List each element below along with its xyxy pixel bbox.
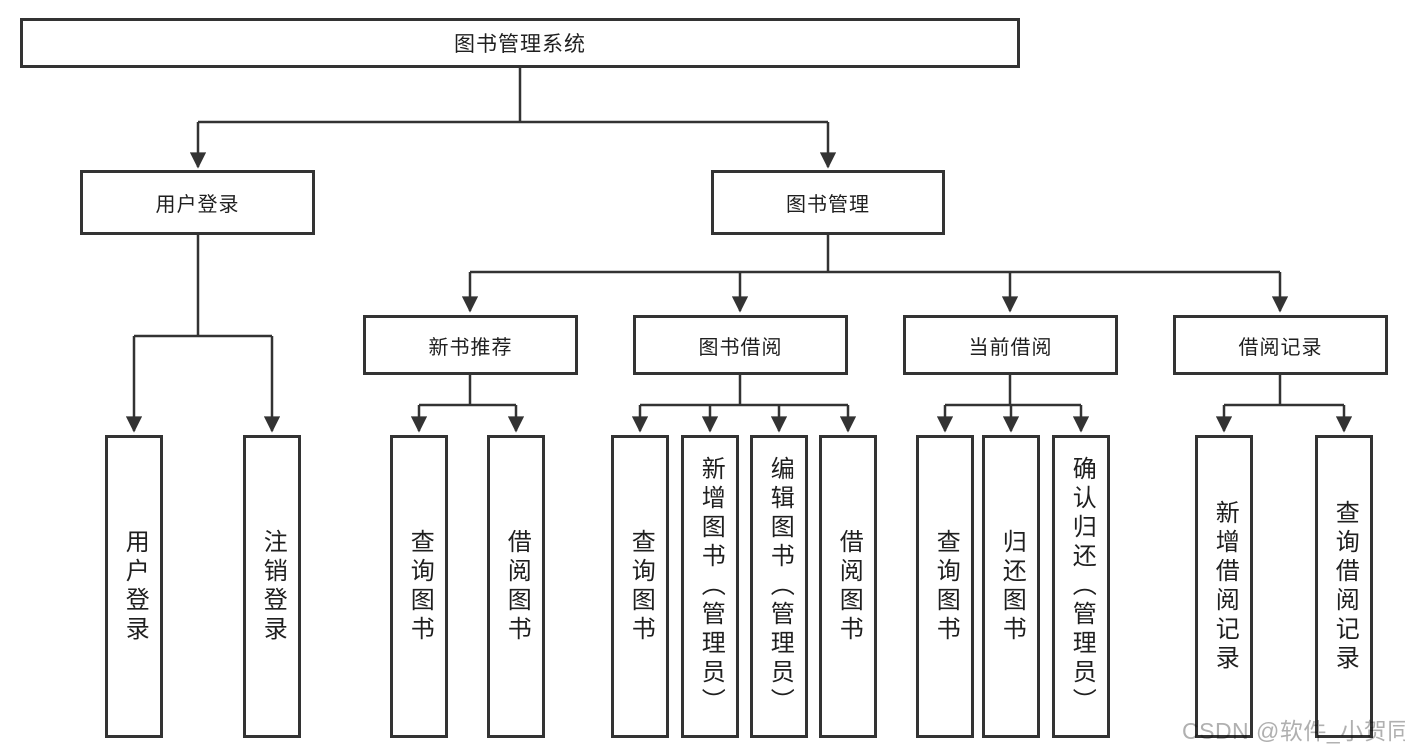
- leaf-current-query-books-label: 查询图书: [932, 528, 960, 645]
- node-book-management-label: 图书管理: [786, 194, 870, 216]
- node-user-login-label: 用户登录: [155, 194, 240, 216]
- leaf-current-return-books: 归还图书: [982, 435, 1040, 738]
- leaf-borrowing-query-books-label: 查询图书: [627, 528, 655, 645]
- leaf-logout: 注销登录: [243, 435, 301, 738]
- node-borrowing-records-label: 借阅记录: [1238, 336, 1323, 359]
- leaf-records-add-record-label: 新增借阅记录: [1211, 499, 1239, 674]
- leaf-borrowing-borrow-books-label: 借阅图书: [835, 528, 863, 645]
- node-new-book-recommend: 新书推荐: [363, 315, 578, 375]
- node-current-borrowing: 当前借阅: [903, 315, 1118, 375]
- leaf-recommend-borrow-books-label: 借阅图书: [503, 528, 531, 645]
- node-user-login: 用户登录: [80, 170, 315, 235]
- leaf-current-confirm-return-admin-label: 确认归还（管理员）: [1068, 456, 1096, 717]
- leaf-borrowing-add-books-admin-label: 新增图书（管理员）: [697, 456, 725, 717]
- leaf-borrowing-query-books: 查询图书: [611, 435, 669, 738]
- leaf-records-add-record: 新增借阅记录: [1195, 435, 1253, 738]
- leaf-borrowing-borrow-books: 借阅图书: [819, 435, 877, 738]
- leaf-logout-label: 注销登录: [259, 528, 287, 645]
- leaf-records-query-record: 查询借阅记录: [1315, 435, 1373, 738]
- leaf-user-login: 用户登录: [105, 435, 163, 738]
- node-root-label: 图书管理系统: [454, 33, 586, 56]
- node-root: 图书管理系统: [20, 18, 1020, 68]
- leaf-borrowing-add-books-admin: 新增图书（管理员）: [681, 435, 739, 738]
- node-current-borrowing-label: 当前借阅: [968, 336, 1053, 359]
- leaf-current-query-books: 查询图书: [916, 435, 974, 738]
- leaf-records-query-record-label: 查询借阅记录: [1331, 499, 1359, 674]
- node-new-book-recommend-label: 新书推荐: [428, 336, 513, 359]
- node-book-borrowing-label: 图书借阅: [698, 336, 783, 359]
- leaf-current-confirm-return-admin: 确认归还（管理员）: [1052, 435, 1110, 738]
- leaf-recommend-query-books-label: 查询图书: [406, 528, 434, 645]
- leaf-recommend-query-books: 查询图书: [390, 435, 448, 738]
- leaf-user-login-label: 用户登录: [121, 528, 149, 645]
- leaf-borrowing-edit-books-admin: 编辑图书（管理员）: [750, 435, 808, 738]
- leaf-recommend-borrow-books: 借阅图书: [487, 435, 545, 738]
- node-borrowing-records: 借阅记录: [1173, 315, 1388, 375]
- node-book-borrowing: 图书借阅: [633, 315, 848, 375]
- watermark: CSDN @软件_小贺同学: [1182, 718, 1405, 744]
- node-book-management: 图书管理: [711, 170, 945, 235]
- leaf-borrowing-edit-books-admin-label: 编辑图书（管理员）: [766, 456, 794, 717]
- leaf-current-return-books-label: 归还图书: [998, 528, 1026, 645]
